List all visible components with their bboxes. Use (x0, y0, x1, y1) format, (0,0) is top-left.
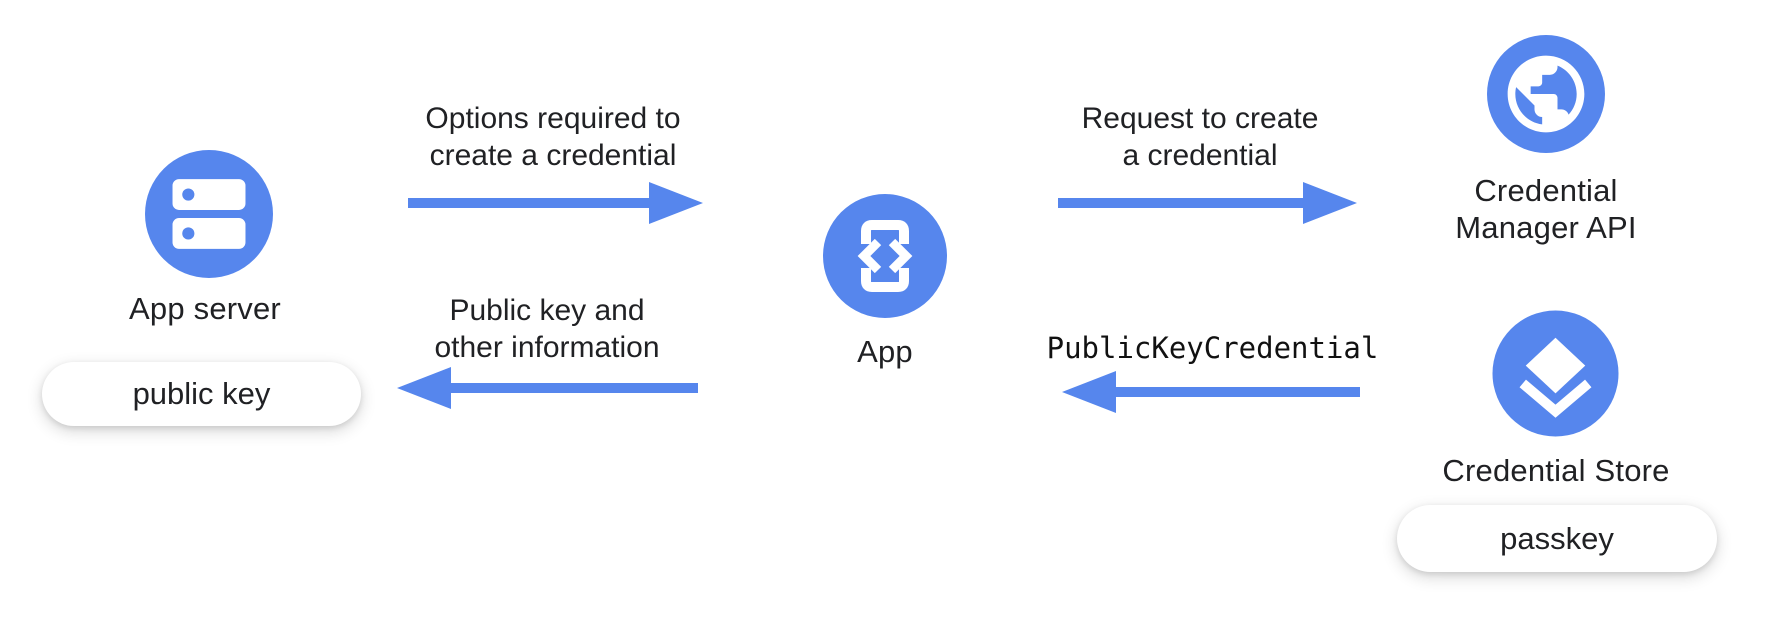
server-icon (145, 150, 273, 278)
credential-manager-node (1487, 35, 1605, 153)
layers-icon (1492, 310, 1619, 437)
public-key-info-arrow-label: Public key and other information (377, 292, 717, 366)
app-server-node (145, 150, 273, 278)
passkey-badge: passkey (1397, 505, 1717, 572)
app-label: App (857, 334, 913, 369)
request-arrow-right (1058, 182, 1357, 224)
public-key-info-arrow-left (397, 367, 698, 409)
public-key-badge-label: public key (132, 376, 271, 411)
publickeycredential-arrow-left (1062, 371, 1360, 413)
publickeycredential-arrow-label: PublicKeyCredential (1046, 331, 1379, 365)
request-arrow-label-line1: Request to create (1081, 102, 1319, 135)
credential-manager-label: Credential Manager API (1396, 172, 1696, 246)
request-arrow-label: Request to create a credential (1030, 100, 1370, 174)
request-arrow-label-line2: a credential (1122, 139, 1278, 172)
options-arrow-label: Options required to create a credential (383, 100, 723, 174)
public-key-badge: public key (42, 362, 361, 426)
globe-icon (1487, 35, 1605, 153)
credential-manager-label-line2: Manager API (1455, 210, 1637, 245)
app-server-label: App server (129, 291, 281, 326)
passkey-badge-label: passkey (1500, 520, 1614, 556)
options-arrow-label-line1: Options required to (425, 102, 681, 135)
credential-store-node (1492, 310, 1619, 437)
app-node (823, 194, 947, 318)
credential-store-label: Credential Store (1442, 453, 1670, 488)
credential-manager-label-line1: Credential (1474, 173, 1618, 208)
options-arrow-right (408, 182, 703, 224)
options-arrow-label-line2: create a credential (429, 139, 677, 172)
public-key-info-arrow-label-line1: Public key and (449, 294, 645, 327)
public-key-info-arrow-label-line2: other information (434, 331, 660, 364)
phone-code-icon (823, 194, 947, 318)
